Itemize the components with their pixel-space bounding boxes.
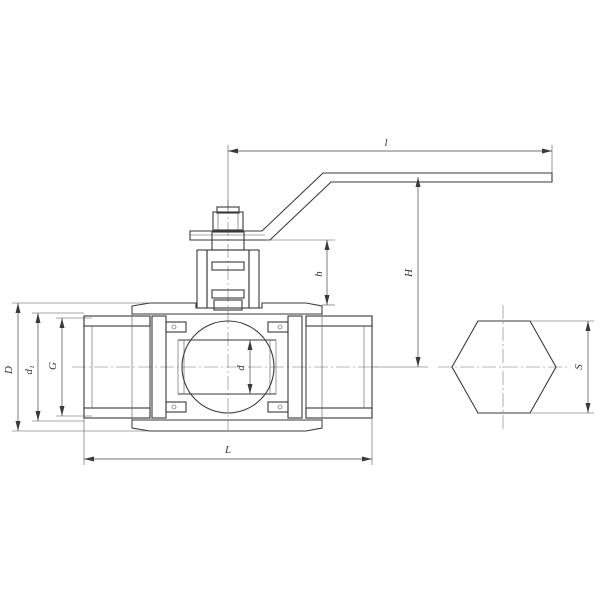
label-D: D bbox=[3, 366, 15, 375]
label-S: S bbox=[573, 364, 585, 370]
label-G: G bbox=[47, 362, 59, 370]
dimension-lines bbox=[12, 145, 594, 465]
label-h: h bbox=[313, 271, 325, 277]
stem-assembly bbox=[196, 206, 260, 311]
label-d: d bbox=[235, 365, 247, 371]
label-H: H bbox=[403, 268, 415, 278]
label-L: L bbox=[224, 444, 231, 456]
label-l: l bbox=[384, 137, 387, 149]
hex-end-view bbox=[451, 320, 557, 414]
label-d1: d₁ bbox=[23, 365, 35, 375]
centerlines bbox=[72, 200, 570, 430]
valve-body bbox=[83, 302, 373, 432]
lever-handle bbox=[189, 172, 553, 241]
ball bbox=[181, 320, 275, 414]
